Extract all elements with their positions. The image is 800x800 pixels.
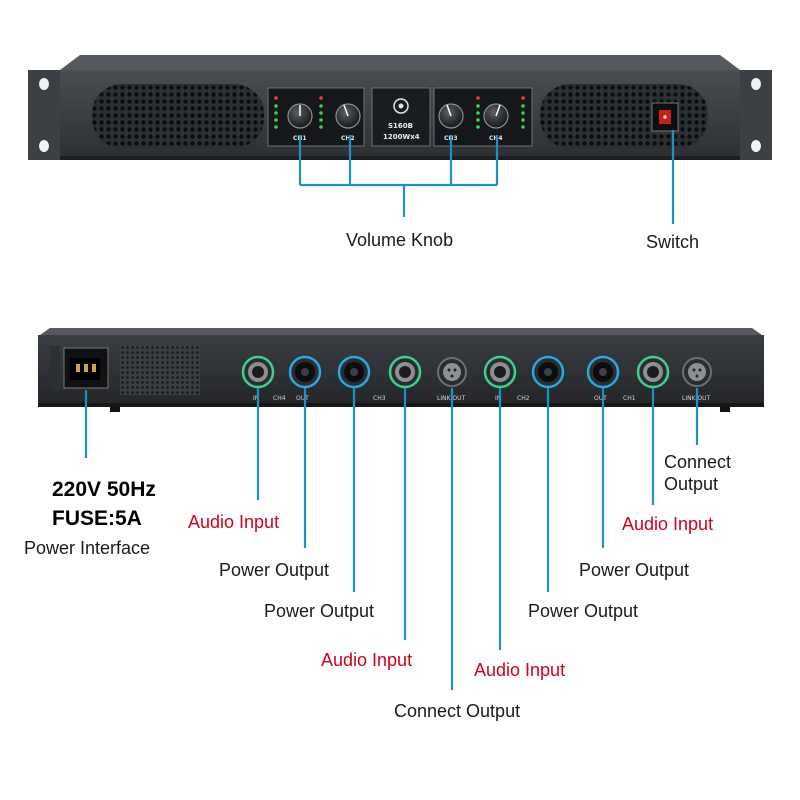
- port-label-in: IN: [495, 395, 501, 402]
- port-label-ch4: CH4: [273, 395, 286, 402]
- led-meter-right: [476, 96, 525, 129]
- speakon-output-ch2[interactable]: [531, 355, 565, 389]
- rack-hole: [751, 140, 761, 152]
- front-vent-left: [92, 84, 264, 148]
- power-rating-label: 1200Wx4: [383, 133, 420, 141]
- led-meter-left: [274, 96, 323, 129]
- xlr-link-out-right[interactable]: [682, 357, 712, 387]
- rack-ear-right: [738, 70, 772, 160]
- rack-hole: [751, 78, 761, 90]
- rack-hole: [39, 78, 49, 90]
- front-callout-lines: [298, 130, 675, 224]
- power-output-label: Power Output: [579, 560, 690, 580]
- rack-hole: [39, 140, 49, 152]
- connect-output-label-line1: Connect: [664, 452, 732, 472]
- voltage-label: 220V 50Hz: [52, 478, 156, 501]
- rear-panel: IN CH4 OUT CH3 LINK OUT IN CH2 OUT CH1 L…: [38, 328, 764, 412]
- front-panel: CH1 CH2 CH3 CH4 S160B 1200Wx4: [28, 55, 772, 160]
- power-interface-label: Power Interface: [24, 538, 151, 558]
- speakon-output-ch3[interactable]: [337, 355, 371, 389]
- xlr-input-ch1[interactable]: [636, 355, 670, 389]
- knob-label-ch4: CH4: [489, 135, 503, 142]
- model-label: S160B: [388, 122, 413, 130]
- fuse-label: FUSE:5A: [52, 507, 142, 530]
- audio-input-label: Audio Input: [622, 514, 714, 534]
- volume-knob-ch4[interactable]: [483, 103, 509, 129]
- rack-ear-left: [28, 70, 62, 160]
- xlr-input-ch2[interactable]: [483, 355, 517, 389]
- power-inlet[interactable]: [63, 347, 109, 389]
- xlr-link-out-left[interactable]: [437, 357, 467, 387]
- audio-input-label: Audio Input: [188, 512, 280, 532]
- front-vent-right: [540, 84, 708, 148]
- audio-input-label: Audio Input: [474, 660, 566, 680]
- switch-label: Switch: [646, 232, 700, 252]
- audio-input-label: Audio Input: [321, 650, 413, 670]
- volume-knob-ch3[interactable]: [438, 103, 464, 129]
- xlr-input-ch4[interactable]: [241, 355, 275, 389]
- port-label-ch2: CH2: [517, 395, 530, 402]
- rear-vent: [120, 345, 200, 395]
- volume-knob-ch2[interactable]: [335, 103, 361, 129]
- power-output-label: Power Output: [528, 601, 639, 621]
- power-output-label: Power Output: [219, 560, 330, 580]
- power-output-label: Power Output: [264, 601, 375, 621]
- port-label-in: IN: [253, 395, 259, 402]
- speakon-output-ch4[interactable]: [288, 355, 322, 389]
- volume-knob-label: Volume Knob: [346, 230, 454, 250]
- connect-output-label-line2: Output: [664, 474, 719, 494]
- volume-knob-ch1[interactable]: [287, 103, 313, 129]
- port-label-ch1: CH1: [623, 395, 636, 402]
- connect-output-label: Connect Output: [394, 701, 521, 721]
- speakon-output-ch1[interactable]: [586, 355, 620, 389]
- brand-logo: [393, 98, 409, 114]
- power-switch[interactable]: [651, 102, 679, 132]
- rear-callout-lines: [84, 388, 699, 690]
- port-label-ch3: CH3: [373, 395, 386, 402]
- port-label-out: OUT: [594, 395, 607, 402]
- knob-label-ch2: CH2: [341, 135, 355, 142]
- port-label-out: OUT: [296, 395, 309, 402]
- xlr-input-ch3[interactable]: [388, 355, 422, 389]
